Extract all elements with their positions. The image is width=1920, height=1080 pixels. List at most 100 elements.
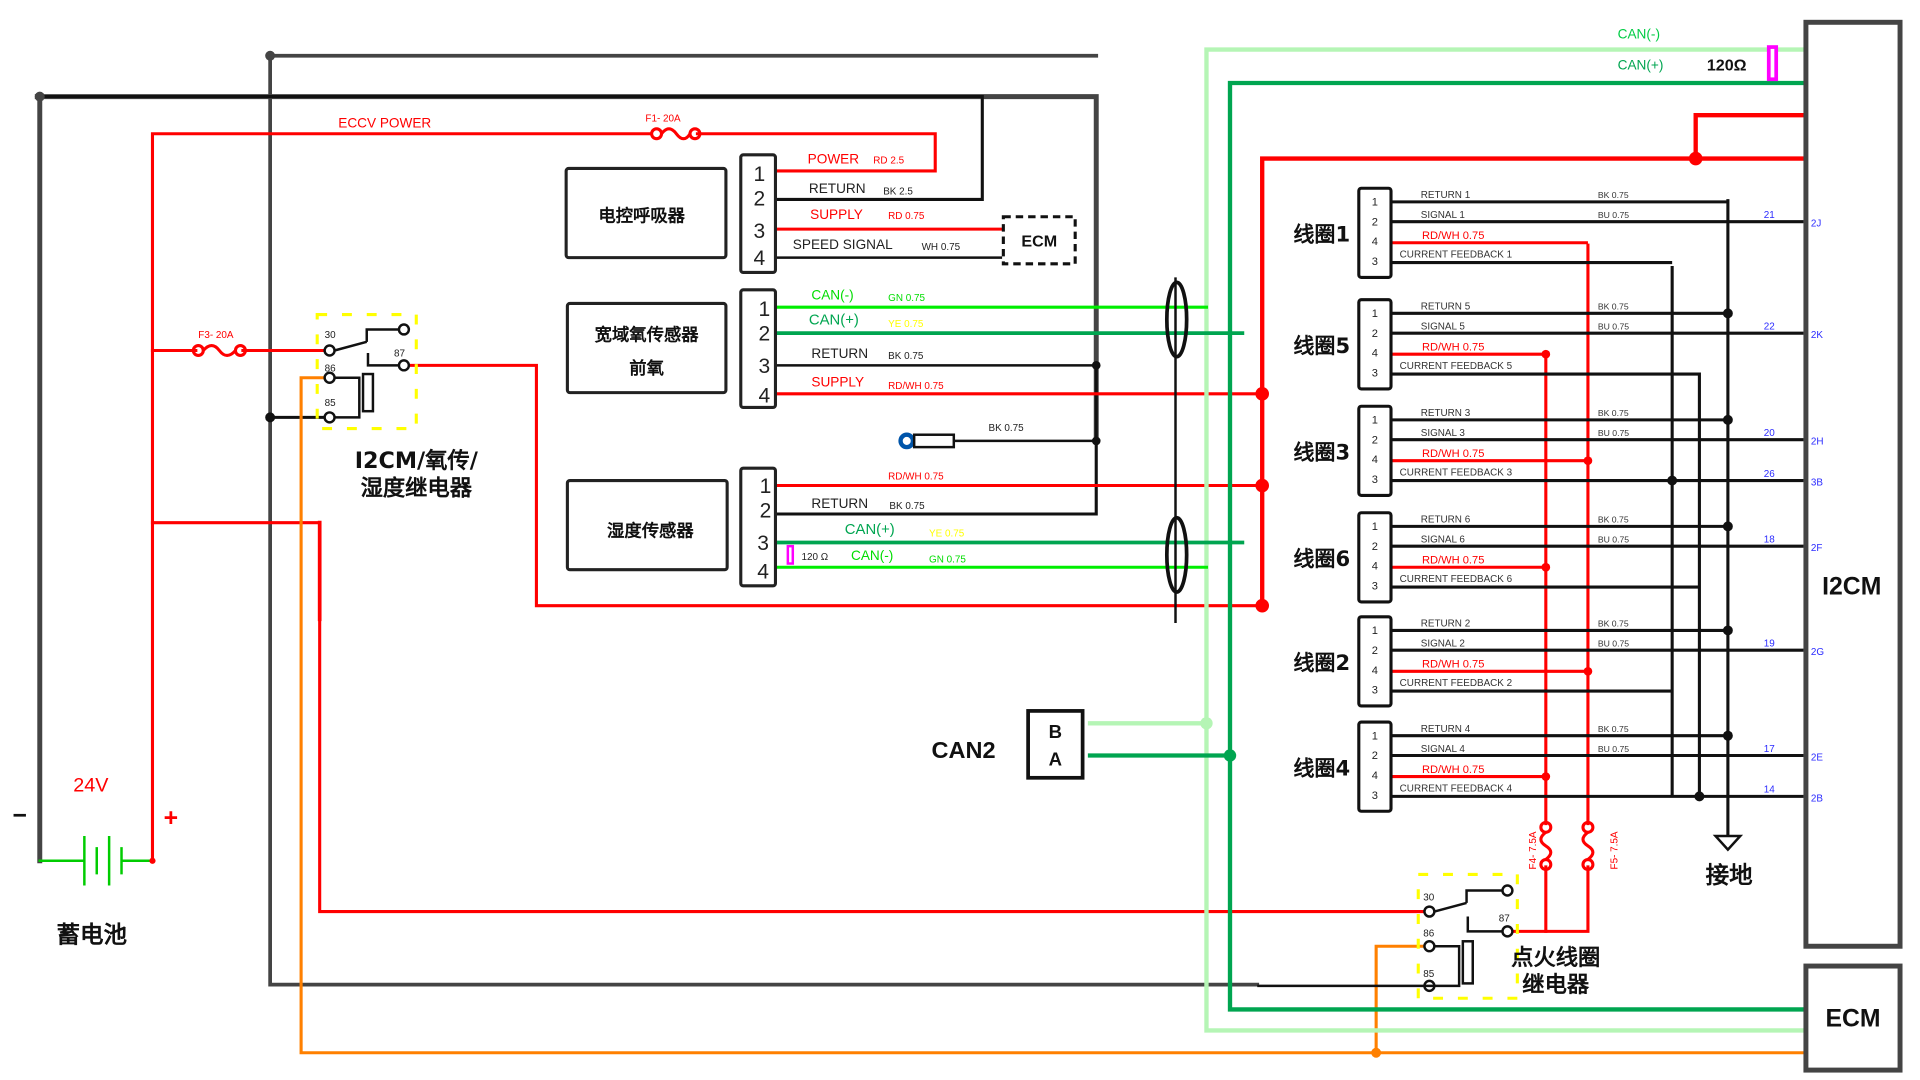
relay-outline	[1416, 872, 1519, 1000]
coil-feedback-label: CURRENT FEEDBACK 2	[1400, 678, 1512, 689]
coil-return-spec: BK 0.75	[1598, 619, 1629, 629]
coil-pin-label: 4	[1372, 454, 1378, 466]
breather-pin-2: 2	[753, 188, 765, 211]
relay1-pin-86: 86	[325, 364, 337, 375]
coil-signal-spec: BU 0.75	[1598, 321, 1629, 331]
humidity-pin-3: 3	[757, 532, 769, 555]
coil-pin-label: 1	[1372, 625, 1378, 637]
relay-coil-icon	[1461, 940, 1474, 985]
coil-return-spec: BK 0.75	[1598, 724, 1629, 734]
breather-wire-1-signal: POWER	[808, 151, 860, 166]
fuse-f5-label: F5- 7.5A	[1610, 831, 1621, 869]
ecm-ref-label: ECM	[1021, 232, 1057, 250]
coil-supply-label: RD/WH 0.75	[1422, 659, 1484, 671]
coil-pin-label: 1	[1372, 308, 1378, 320]
coil-return-spec: BK 0.75	[1598, 302, 1629, 312]
coil-pin-label: 1	[1372, 521, 1378, 533]
junction-dot	[1223, 749, 1237, 762]
coil-ecu-pin: 2K	[1811, 330, 1824, 341]
can2-pin-b: B	[1049, 721, 1062, 742]
coil-return-label: RETURN 2	[1421, 619, 1470, 630]
humidity-unit	[565, 466, 795, 588]
humidity-wire-4-signal: CAN(-)	[851, 548, 893, 563]
junction-dot	[1722, 308, 1733, 319]
humidity-pin-1: 1	[760, 475, 772, 498]
battery-terminal	[149, 857, 156, 864]
battery-minus: −	[13, 803, 27, 830]
coil-signal-spec: BU 0.75	[1598, 744, 1629, 754]
battery-label: 蓄电池	[57, 921, 128, 949]
coil-signal-label: SIGNAL 5	[1421, 321, 1466, 332]
can-minus-label: CAN(-)	[1618, 26, 1660, 41]
twisted-pair-icon	[1164, 515, 1189, 594]
coil-return-label: RETURN 3	[1421, 408, 1471, 419]
coil-supply-label: RD/WH 0.75	[1422, 764, 1484, 776]
battery-icon	[76, 836, 153, 886]
wire-eccv-power	[150, 132, 937, 863]
coil-signal-label: SIGNAL 6	[1421, 534, 1466, 545]
o2-wire-1-signal: CAN(-)	[811, 288, 853, 303]
coil-ecu-pin: 2G	[1811, 647, 1824, 658]
breather-connector	[739, 153, 778, 275]
wire-can-minus-bus	[1087, 47, 1806, 1033]
ground-lug-spec: BK 0.75	[988, 423, 1024, 434]
relay2-pin-30: 30	[1423, 892, 1435, 903]
breather-pin-4: 4	[753, 247, 765, 270]
relay-1	[315, 313, 418, 431]
humidity-wire-1-spec: RD/WH 0.75	[888, 471, 944, 482]
o2-wire-3-signal: RETURN	[811, 346, 868, 361]
coil-connector-box	[1357, 511, 1393, 604]
humidity-name: 湿度传感器	[607, 520, 694, 541]
relay2-pin-86: 86	[1423, 928, 1435, 939]
coil-connector-box	[1357, 720, 1393, 813]
coil-name: 线圈4	[1293, 755, 1350, 780]
humidity-wire-2-spec: BK 0.75	[889, 501, 925, 512]
coil-feedback-label: CURRENT FEEDBACK 3	[1400, 468, 1513, 479]
coil-pin-label: 1	[1372, 415, 1378, 427]
ground-icon	[1712, 834, 1744, 852]
fuse-f4-label: F4- 7.5A	[1528, 831, 1539, 869]
humidity-wire-3-signal: CAN(+)	[845, 522, 895, 538]
humidity-wire-2-signal: RETURN	[811, 496, 868, 511]
relay2-pin-85: 85	[1423, 969, 1435, 980]
junction-dot	[34, 91, 45, 102]
breather-name: 电控呼吸器	[598, 206, 685, 227]
coil-signal-spec: BU 0.75	[1598, 210, 1629, 220]
relay1-pin-85: 85	[325, 398, 337, 409]
coil-signal-label: SIGNAL 1	[1421, 210, 1466, 221]
can-terminator-icon	[1766, 45, 1779, 82]
junction-dot	[1091, 361, 1101, 370]
i2cm-module	[1803, 19, 1903, 949]
humidity-pin-2: 2	[760, 500, 772, 523]
o2-pin-1: 1	[758, 298, 770, 321]
wire-relay1-87	[407, 363, 1264, 608]
relay1-label-2: 湿度继电器	[361, 474, 473, 501]
twisted-pair-markers	[1164, 280, 1189, 594]
eccv-power-label: ECCV POWER	[338, 116, 431, 131]
junction-dot	[1091, 436, 1101, 446]
relay2-label-2: 继电器	[1522, 971, 1590, 998]
coil-return-spec: BK 0.75	[1598, 190, 1629, 200]
coil-feedback-ecu-pin: 3B	[1811, 478, 1824, 489]
coil-name: 线圈5	[1293, 333, 1350, 358]
coil-pin-label: 2	[1372, 328, 1378, 340]
coil-pin-label: 3	[1372, 474, 1378, 486]
coil-pin-label: 1	[1372, 730, 1378, 742]
relay1-pin-30: 30	[325, 330, 337, 341]
breather-box	[564, 166, 728, 260]
coil-signal-label: SIGNAL 4	[1421, 744, 1466, 755]
o2-wire-2-spec: YE 0.75	[888, 319, 924, 330]
junction-dot	[1200, 717, 1213, 730]
can2-label: CAN2	[932, 737, 996, 763]
coil-feedback-label: CURRENT FEEDBACK 6	[1400, 574, 1513, 585]
coil-signal-spec: BU 0.75	[1598, 639, 1629, 649]
coil-feedback-pin: 26	[1764, 469, 1776, 480]
coil-connector-5	[1357, 298, 1804, 391]
coil-connector-6	[1357, 511, 1804, 604]
coil-return-spec: BK 0.75	[1598, 408, 1629, 418]
coil-pin-label: 2	[1372, 541, 1378, 553]
coil-ecu-pin: 2J	[1811, 219, 1822, 230]
coil-signal-pin: 21	[1764, 210, 1776, 221]
ecm-label: ECM	[1825, 1006, 1880, 1033]
